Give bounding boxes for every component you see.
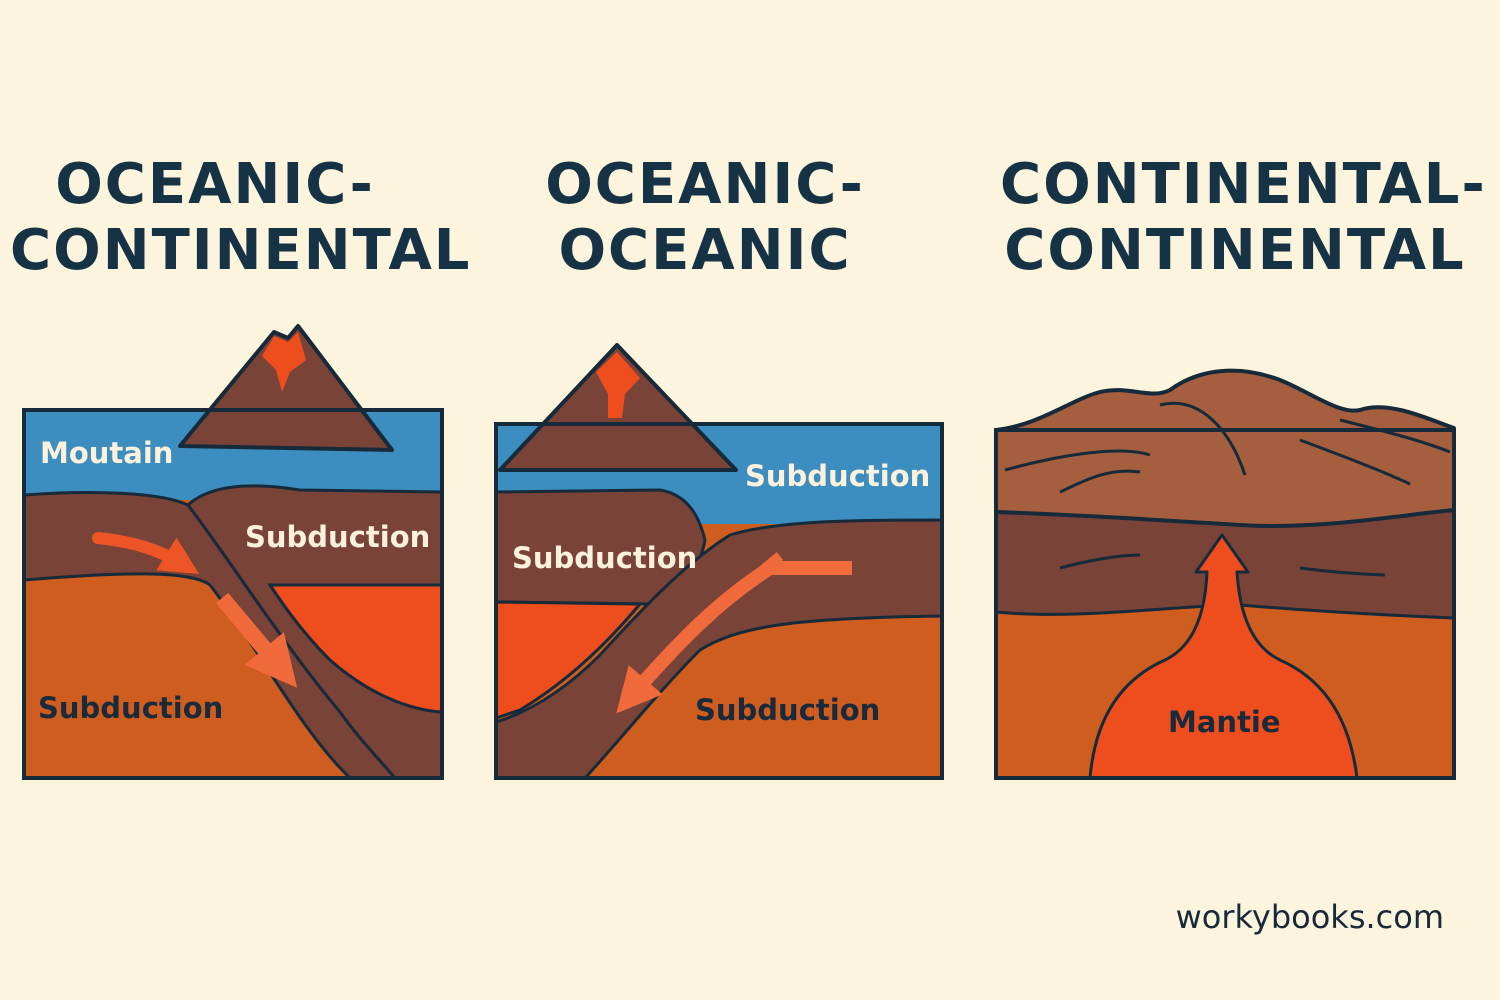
- magma-pocket: [494, 600, 644, 721]
- label-subduction: Subduction: [695, 693, 880, 727]
- panel-frame: [494, 422, 944, 780]
- panel-frame: [994, 428, 1456, 780]
- title-line: OCEANIC-: [545, 152, 865, 217]
- fold-line: [1159, 401, 1247, 476]
- arrow-plate-motion: [92, 532, 200, 575]
- label-subduction: Subduction: [745, 459, 930, 493]
- panel-oceanic-oceanic: Subduction Subduction Subduction: [494, 343, 944, 780]
- title-line: CONTINENTAL-: [1000, 152, 1487, 217]
- fold-line: [1059, 469, 1141, 494]
- arrow-head-top: [754, 552, 784, 578]
- panel-oceanic-continental: Moutain Subduction Subduction: [22, 324, 444, 780]
- fold-line: [1004, 449, 1151, 472]
- fold-line: [1299, 566, 1386, 577]
- fold-line: [1339, 418, 1451, 454]
- magma-pocket: [267, 583, 444, 714]
- volcano: [178, 324, 394, 452]
- panel-title-oceanic-continental: OCEANIC- CONTINENTAL: [10, 152, 472, 284]
- subducting-plate: [494, 518, 944, 780]
- lava-flow: [596, 352, 640, 418]
- panel-continental-continental: Mantie: [994, 368, 1456, 780]
- mantle-plume: [1088, 533, 1359, 780]
- panel-title-continental-continental: CONTINENTAL- CONTINENTAL: [1000, 152, 1487, 284]
- label-subduction: Subduction: [512, 541, 697, 575]
- fold-line: [1059, 553, 1141, 570]
- title-line: OCEANIC: [558, 218, 852, 283]
- arrow-subduction: [215, 592, 298, 688]
- label-mantle: Mantie: [1168, 705, 1281, 739]
- title-line: CONTINENTAL: [10, 218, 472, 283]
- panel-title-oceanic-oceanic: OCEANIC- OCEANIC: [500, 152, 910, 284]
- label-subduction: Subduction: [245, 520, 430, 554]
- title-line: OCEANIC-: [55, 152, 375, 217]
- label-subduction: Subduction: [38, 691, 223, 725]
- title-line: CONTINENTAL: [1004, 218, 1466, 283]
- fold-line: [1299, 438, 1411, 486]
- mountain-range: [994, 368, 1456, 529]
- label-mountain: Moutain: [40, 436, 173, 470]
- panel-frame: [22, 408, 444, 780]
- lava-flow: [262, 332, 306, 392]
- site-url: workybooks.com: [1175, 898, 1444, 936]
